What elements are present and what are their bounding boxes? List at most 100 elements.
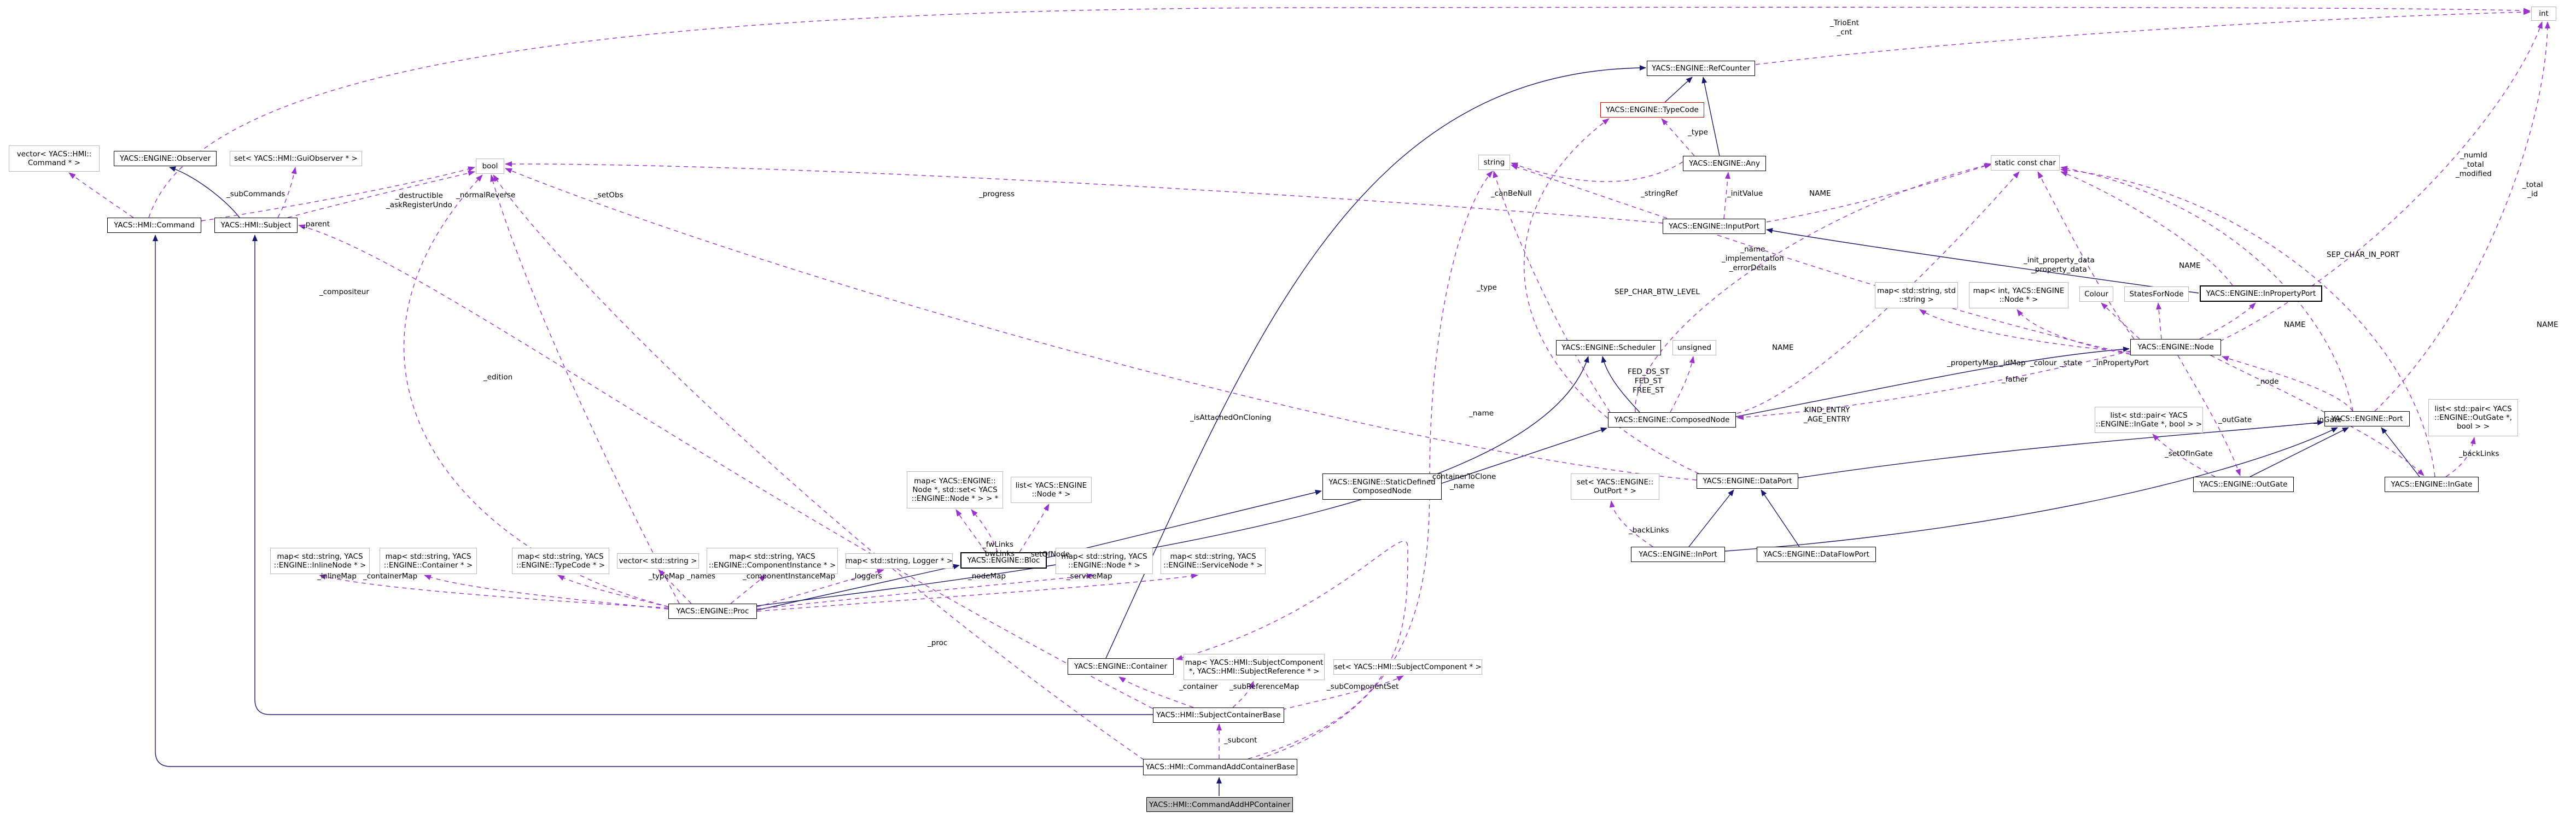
node-map-node-set[interactable]: map< YACS::ENGINE::Node *, std::set< YAC… <box>907 471 1003 508</box>
node-refcounter[interactable]: YACS::ENGINE::RefCounter <box>1647 61 1755 76</box>
node-scheduler-line-0: YACS::ENGINE::Scheduler <box>1561 343 1656 352</box>
node-inport[interactable]: YACS::ENGINE::InPort <box>1631 547 1725 562</box>
node-subject[interactable]: YACS::HMI::Subject <box>214 218 298 233</box>
edge-label-compositeur: _compositeur <box>319 288 369 297</box>
node-container-line-0: YACS::ENGINE::Container <box>1074 662 1168 671</box>
node-list-node[interactable]: list< YACS::ENGINE::Node * > <box>1011 477 1092 503</box>
node-set-guiobserver[interactable]: set< YACS::HMI::GuiObserver * > <box>230 151 362 166</box>
node-list-ingate-pair[interactable]: list< std::pair< YACS::ENGINE::InGate *,… <box>2095 407 2203 433</box>
node-proc[interactable]: YACS::ENGINE::Proc <box>668 604 757 619</box>
edge-use-ingate-staticchar-name <box>2060 167 2435 477</box>
node-map-servicenode[interactable]: map< std::string, YACS::ENGINE::ServiceN… <box>1161 548 1266 574</box>
edge-label-outgate-lbl: _outGate <box>2218 416 2252 425</box>
node-map-container[interactable]: map< std::string, YACS::ENGINE::Containe… <box>380 548 477 574</box>
node-map-inlinenode[interactable]: map< std::string, YACS::ENGINE::InlineNo… <box>270 548 370 574</box>
node-commandaddcontainerbase[interactable]: YACS::HMI::CommandAddContainerBase <box>1143 759 1297 775</box>
node-vector-string[interactable]: vector< std::string > <box>617 553 699 569</box>
node-commandaddhpcontainer[interactable]: YACS::HMI::CommandAddHPContainer <box>1146 797 1293 812</box>
edge-label-colour-lbl-line-0: _colour <box>2030 359 2057 367</box>
edge-use-scb-setsubjcomp-subcomponentset <box>1281 675 1404 710</box>
edge-label-name-impl-err: _name_implementation_errorDetails <box>1722 245 1784 273</box>
node-map-typecode[interactable]: map< std::string, YACS::ENGINE::TypeCode… <box>512 548 609 574</box>
node-map-subjectcomponent[interactable]: map< YACS::HMI::SubjectComponent*, YACS:… <box>1184 654 1325 680</box>
node-bool[interactable]: bool <box>476 159 504 174</box>
node-colour[interactable]: Colour <box>2079 286 2113 302</box>
node-ingate[interactable]: YACS::ENGINE::InGate <box>2385 477 2479 492</box>
node-inputport[interactable]: YACS::ENGINE::InputPort <box>1663 219 1765 234</box>
edge-label-type-any: _type <box>1688 128 1708 137</box>
edge-label-name-scheduler-line-0: NAME <box>1772 343 1794 352</box>
node-command[interactable]: YACS::HMI::Command <box>107 218 201 233</box>
edge-use-node-staticchar-initprop <box>2037 171 2135 340</box>
node-dataflowport-line-0: YACS::ENGINE::DataFlowPort <box>1763 550 1869 559</box>
edge-label-name-impl-err-line-0: _name <box>1740 245 1765 254</box>
edge-label-edition: _edition <box>483 373 512 382</box>
edge-label-name-scheduler: NAME <box>1772 343 1794 353</box>
edge-label-destructible-line-1: _askRegisterUndo <box>386 201 452 209</box>
node-map-componentinstance[interactable]: map< std::string, YACS::ENGINE::Componen… <box>707 548 838 574</box>
node-refcounter-line-0: YACS::ENGINE::RefCounter <box>1652 64 1750 73</box>
edge-label-trioent-cnt-line-1: _cnt <box>1837 28 1852 37</box>
edge-label-names: _names <box>687 572 715 581</box>
node-map-node-str[interactable]: map< std::string, YACS::ENGINE::Node * > <box>1056 548 1153 574</box>
node-scheduler[interactable]: YACS::ENGINE::Scheduler <box>1556 340 1661 355</box>
edge-label-backlinks-inport: _backLinks <box>1629 526 1669 535</box>
node-static-const-char[interactable]: static const char <box>1991 155 2060 171</box>
node-typecode[interactable]: YACS::ENGINE::TypeCode <box>1600 102 1704 118</box>
node-node[interactable]: YACS::ENGINE::Node <box>2130 339 2221 355</box>
edge-use-bloc-mapnodeset-fwlinks <box>955 509 986 553</box>
edge-label-propertymap-line-0: _propertyMap <box>1947 359 1998 367</box>
node-port[interactable]: YACS::ENGINE::Port <box>2324 411 2410 426</box>
node-list-outgate-pair[interactable]: list< std::pair< YACS::ENGINE::OutGate *… <box>2428 399 2518 436</box>
edge-label-destructible: _destructible_askRegisterUndo <box>386 191 452 210</box>
edge-inh-proc-bloc <box>756 564 960 611</box>
edge-use-node-string <box>1511 165 2132 355</box>
edge-use-composednode-staticchar-sepbtw <box>1635 162 1992 413</box>
node-map-inlinenode-line-0: map< std::string, YACS <box>277 552 363 561</box>
node-any-line-0: YACS::ENGINE::Any <box>1689 159 1760 168</box>
edge-label-names-line-0: _names <box>687 572 716 581</box>
node-set-subjectcomponent[interactable]: set< YACS::HMI::SubjectComponent * > <box>1333 659 1482 675</box>
node-proc-line-0: YACS::ENGINE::Proc <box>676 607 749 616</box>
node-dataflowport[interactable]: YACS::ENGINE::DataFlowPort <box>1757 547 1876 562</box>
edge-use-scb-container-container <box>1118 676 1194 708</box>
edge-use-command-veccommand <box>68 172 134 218</box>
node-map-node-str-line-0: map< std::string, YACS <box>1061 552 1147 561</box>
node-inpropertyport[interactable]: YACS::ENGINE::InPropertyPort <box>2200 285 2322 302</box>
node-unsigned[interactable]: unsigned <box>1672 340 1716 355</box>
edge-label-progress: _progress <box>979 190 1015 199</box>
edge-use-inpropertyport-staticchar-name <box>2060 171 2233 286</box>
node-outgate[interactable]: YACS::ENGINE::OutGate <box>2193 477 2294 492</box>
node-statesfornode[interactable]: StatesForNode <box>2124 286 2189 302</box>
edge-inh-composednode-node <box>1735 346 2130 417</box>
edge-label-trioent-cnt-line-0: _TrioEnt <box>1830 19 1859 27</box>
edge-label-type-dataport: _type <box>1477 283 1497 293</box>
edge-label-compositeur-line-0: _compositeur <box>319 288 369 296</box>
node-map-logger[interactable]: map< std::string, Logger * > <box>846 553 953 569</box>
node-command-line-0: YACS::HMI::Command <box>114 221 195 230</box>
edge-use-proc-bool-edition <box>490 174 680 604</box>
node-container[interactable]: YACS::ENGINE::Container <box>1068 658 1174 675</box>
node-string[interactable]: string <box>1478 155 1510 170</box>
edge-inh-dataflowport-dataport <box>1761 489 1800 547</box>
edge-label-typemap: _typeMap <box>649 572 684 581</box>
edge-label-ingate-lbl-line-0: _inGate <box>2313 416 2342 424</box>
node-set-outport[interactable]: set< YACS::ENGINE::OutPort * > <box>1571 473 1659 500</box>
node-map-node-set-line-2: ::ENGINE::Node * > > * <box>911 494 999 503</box>
node-any[interactable]: YACS::ENGINE::Any <box>1683 156 1766 171</box>
node-int[interactable]: int <box>2531 7 2556 21</box>
node-observer[interactable]: YACS::ENGINE::Observer <box>114 151 217 166</box>
node-map-string-string[interactable]: map< std::string, std::string > <box>1875 282 1958 308</box>
node-dataport[interactable]: YACS::ENGINE::DataPort <box>1697 473 1798 489</box>
edge-label-isattachedoncloning: _isAttachedOnCloning <box>1190 413 1271 423</box>
edge-use-node-outgate <box>2177 355 2241 476</box>
node-vector-command[interactable]: vector< YACS::HMI::Command * > <box>9 145 100 172</box>
node-composednode[interactable]: YACS::ENGINE::ComposedNode <box>1608 412 1736 428</box>
node-map-int-node[interactable]: map< int, YACS::ENGINE::Node * > <box>1969 282 2068 308</box>
node-bloc[interactable]: YACS::ENGINE::Bloc <box>960 552 1047 569</box>
edge-label-init-property-data-line-0: _init_property_data <box>2024 256 2095 265</box>
node-subjectcontainerbase[interactable]: YACS::HMI::SubjectContainerBase <box>1153 707 1284 723</box>
edge-label-servicemap-line-0: _serviceMap <box>1066 572 1112 581</box>
